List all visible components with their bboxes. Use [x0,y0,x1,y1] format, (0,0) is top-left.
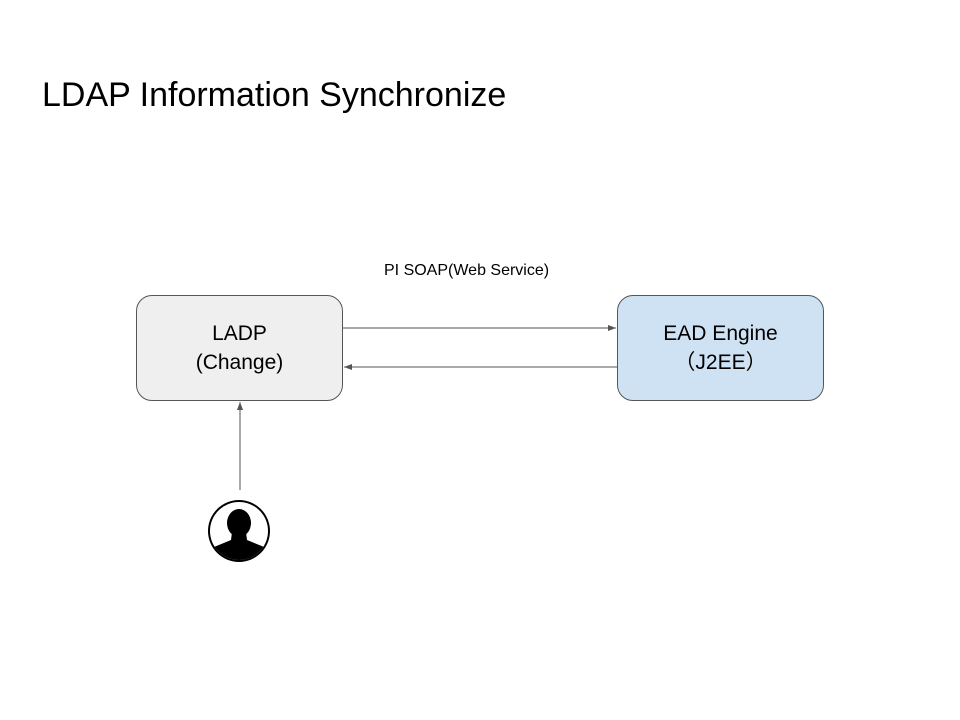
soap-connection-label: PI SOAP(Web Service) [384,262,550,279]
ldap-node-note: (Change) [195,351,284,374]
ead-node-note: （J2EE） [674,351,767,374]
ead-node-name: EAD Engine [663,322,778,345]
page-title: LDAP Information Synchronize [42,76,507,114]
ead-engine-node: EAD Engine （J2EE） [617,295,824,401]
ldap-node-name: LADP [212,322,267,345]
user-icon [208,500,270,562]
ldap-node: LADP (Change) [136,295,343,401]
